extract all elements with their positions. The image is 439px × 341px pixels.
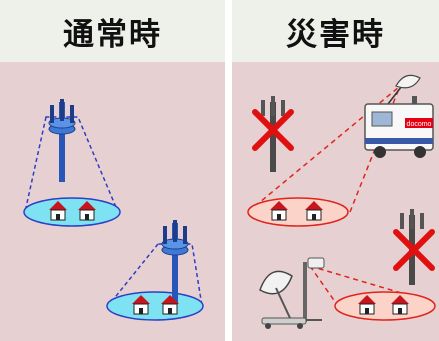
panel-divider <box>225 0 232 341</box>
disaster-cell-2 <box>309 209 436 321</box>
normal-panel: 通常時 <box>0 0 225 341</box>
normal-cell-1 <box>23 98 121 227</box>
coverage-beam <box>247 81 406 213</box>
coverage-area <box>247 197 349 227</box>
disaster-cell-1 <box>247 81 406 227</box>
tower-icon <box>161 219 189 304</box>
coverage-area <box>106 291 204 321</box>
portable-satellite-station-icon <box>259 257 325 329</box>
coverage-area <box>23 197 121 227</box>
coverage-beam <box>309 265 339 307</box>
normal-panel-title: 通常時 <box>0 0 225 62</box>
coverage-area <box>334 291 436 321</box>
disaster-panel-title: 災害時 <box>232 0 439 62</box>
mobile-base-station-vehicle-icon: docomo <box>364 74 434 158</box>
normal-cell-2 <box>106 219 204 321</box>
vehicle-brand-label: docomo <box>407 121 432 128</box>
tower-icon <box>48 98 76 183</box>
